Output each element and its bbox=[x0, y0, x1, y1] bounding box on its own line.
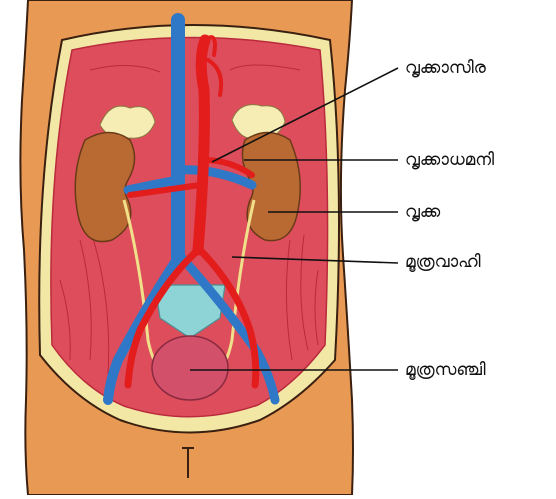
label-renal-vein: വൃക്കാസിര bbox=[405, 58, 486, 78]
bladder bbox=[152, 336, 228, 400]
label-renal-artery: വൃക്കാധമനി bbox=[405, 150, 494, 170]
label-kidney: വൃക്ക bbox=[405, 202, 440, 222]
aorta bbox=[198, 40, 205, 250]
label-bladder: മൂത്രസഞ്ചി bbox=[405, 360, 486, 380]
label-ureter: മൂത്രവാഹി bbox=[405, 252, 481, 272]
